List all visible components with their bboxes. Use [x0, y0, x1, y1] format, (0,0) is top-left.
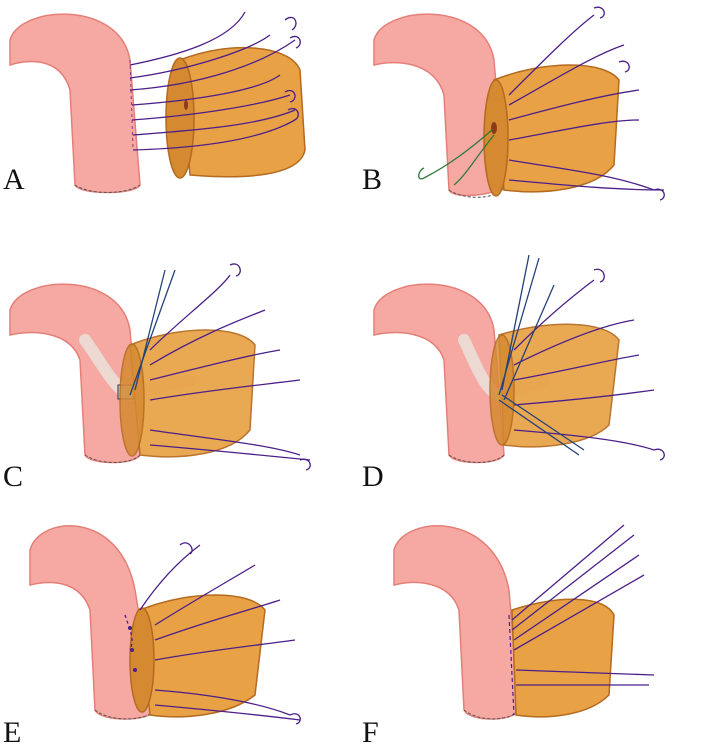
panel-c-illustration — [9, 263, 311, 471]
graft-cuff — [119, 329, 256, 458]
vessel-arch — [393, 525, 520, 720]
sutures — [511, 524, 655, 686]
sutures — [508, 6, 665, 201]
panel-e-illustration — [29, 525, 301, 725]
green-suture — [418, 129, 495, 186]
panel-c: C — [0, 250, 354, 500]
vessel-arch — [29, 525, 156, 720]
panel-e: E — [0, 500, 354, 752]
graft-cuff — [483, 64, 620, 197]
vessel-arch — [373, 283, 505, 464]
panel-b: B — [354, 0, 709, 250]
vessel-arch — [9, 13, 141, 194]
panel-a-illustration — [9, 11, 306, 194]
panel-d-illustration — [373, 254, 665, 464]
knot-marks — [128, 626, 137, 672]
blue-sutures — [129, 269, 176, 396]
panel-f: F — [354, 500, 709, 752]
vessel-arch — [9, 283, 141, 464]
sutures — [513, 268, 665, 461]
graft-cuff — [511, 598, 615, 718]
panel-letter-d: D — [362, 460, 384, 493]
sutures — [124, 542, 301, 725]
blue-sutures — [498, 254, 585, 456]
panel-f-illustration — [393, 524, 655, 720]
panel-letter-f: F — [362, 716, 379, 749]
panel-letter-c: C — [3, 460, 24, 493]
suture-line — [508, 614, 515, 716]
sutures — [149, 263, 311, 471]
panel-letter-e: E — [3, 716, 22, 749]
panel-letter-b: B — [362, 163, 383, 196]
sutures — [129, 11, 301, 151]
graft-cuff — [489, 323, 620, 448]
panel-letter-a: A — [3, 163, 25, 196]
graft-cuff — [129, 594, 266, 718]
panel-d: D — [354, 250, 709, 500]
panel-a: A — [0, 0, 354, 250]
panel-b-illustration — [373, 6, 665, 201]
